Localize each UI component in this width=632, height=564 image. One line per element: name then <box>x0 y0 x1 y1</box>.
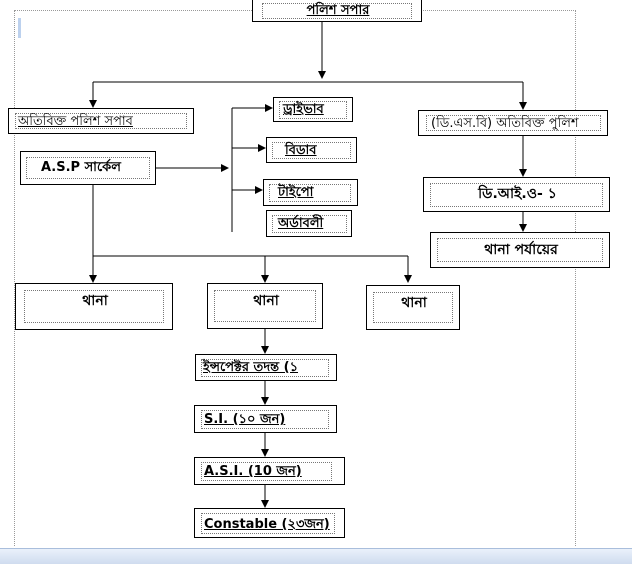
node-inspector: ইন্সপেক্টর তদন্ত (১ <box>195 354 337 381</box>
node-thana-level-label: থানা পর্যায়ের <box>484 242 558 258</box>
node-dsb-add-sp-inner <box>426 115 601 131</box>
node-thana-right-label: থানা <box>401 295 427 311</box>
node-asi-label: A.S.I. (10 জন) <box>204 464 302 479</box>
node-asp-circle: A.S.P সার্কেল <box>20 151 156 185</box>
node-add-sp-label: অতিবিক্ত পলিশ সপাব <box>18 114 133 129</box>
status-bar <box>0 548 632 564</box>
node-asi: A.S.I. (10 জন) <box>194 457 345 485</box>
node-constable-label: Constable (২৩জন) <box>204 517 330 532</box>
node-sp-inner <box>262 3 412 19</box>
node-typist-inner <box>269 184 351 202</box>
node-dio1-inner <box>430 183 603 207</box>
node-orderly-inner <box>272 215 347 233</box>
node-driver: ড্রাইভাব <box>273 97 353 122</box>
node-thana-center: থানা <box>207 283 323 329</box>
node-dsb-add-sp-label: (ডি.এস.বি) অতিবিক্ত পুলিশ <box>431 116 579 131</box>
node-dio1-label: ডি.আই.ও- ১ <box>478 186 557 202</box>
node-constable-inner <box>201 513 335 534</box>
node-dio1: ডি.আই.ও- ১ <box>423 177 610 212</box>
node-add-sp: অতিবিক্ত পলিশ সপাব <box>8 108 194 134</box>
node-sp: পলিশ সপার <box>252 0 422 22</box>
node-thana-level-inner <box>437 238 603 262</box>
node-typist-label: টাইপো <box>278 185 314 200</box>
text-cursor <box>18 18 21 38</box>
node-asp-circle-label: A.S.P সার্কেল <box>41 160 121 175</box>
node-thana-left-label: থানা <box>82 293 108 309</box>
node-asi-inner <box>201 462 332 481</box>
node-inspector-inner <box>201 359 329 377</box>
node-si-label: S.I. (১০ জন) <box>204 412 286 427</box>
node-dsb-add-sp: (ডি.এস.বি) অতিবিক্ত পুলিশ <box>418 110 608 136</box>
node-sp-label: পলিশ সপার <box>306 3 370 18</box>
node-driver-inner <box>279 101 347 119</box>
node-bidar-label: বিডাব <box>285 143 317 158</box>
node-asp-circle-inner <box>26 157 150 179</box>
node-thana-level: থানা পর্যায়ের <box>430 232 610 268</box>
node-add-sp-inner <box>15 113 187 129</box>
node-bidar: বিডাব <box>266 137 357 163</box>
node-thana-center-inner <box>214 290 316 322</box>
node-bidar-inner <box>272 142 351 159</box>
node-thana-right: থানা <box>366 285 460 330</box>
node-constable: Constable (২৩জন) <box>194 508 345 538</box>
node-thana-right-inner <box>373 292 453 323</box>
node-orderly-label: অর্ডাবলী <box>278 216 324 231</box>
node-driver-label: ড্রাইভাব <box>283 102 324 117</box>
node-thana-left: থানা <box>15 283 173 330</box>
node-thana-center-label: থানা <box>253 293 279 309</box>
node-si-inner <box>201 410 329 429</box>
node-inspector-label: ইন্সপেক্টর তদন্ত (১ <box>203 360 299 375</box>
node-si: S.I. (১০ জন) <box>194 405 337 433</box>
node-typist: টাইপো <box>263 179 358 206</box>
node-thana-left-inner <box>24 290 164 323</box>
node-orderly: অর্ডাবলী <box>266 210 352 237</box>
